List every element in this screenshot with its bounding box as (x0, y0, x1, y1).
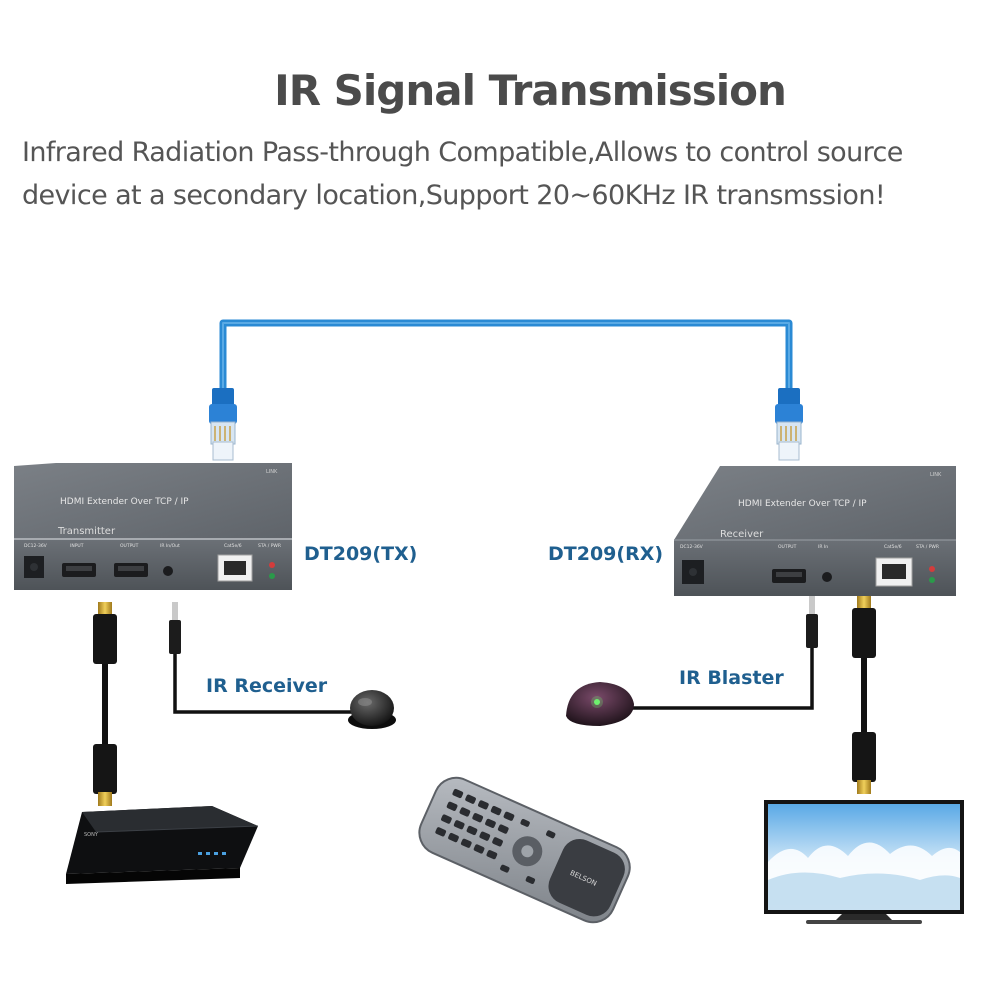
rj45-connector-right (775, 388, 803, 461)
tx-ir-jack (163, 566, 173, 576)
page-title: IR Signal Transmission (274, 66, 787, 115)
rx-port-dc-label: DC12-36V (680, 544, 704, 550)
tx-port-lan-label: Cat5e/6 (224, 543, 242, 549)
tx-top-text: HDMI Extender Over TCP / IP (60, 497, 189, 507)
tx-port-output-label: OUTPUT (120, 543, 139, 549)
remote-control: BELSON (418, 776, 631, 924)
rx-status-led (929, 566, 935, 572)
receiver-device: HDMI Extender Over TCP / IP Receiver LIN… (674, 466, 956, 596)
ir-blaster-emitter (566, 682, 634, 726)
rx-port-lan-label: Cat5e/6 (884, 544, 902, 550)
player-brand: SONY (84, 832, 99, 838)
television (764, 800, 964, 924)
rx-top-text: HDMI Extender Over TCP / IP (738, 499, 867, 509)
tx-model-label: DT209(TX) (304, 543, 417, 565)
bluray-player: SONY (66, 806, 259, 884)
tx-power-led (269, 573, 275, 579)
ir-receiver-cable (169, 602, 352, 714)
rx-power-led (929, 577, 935, 583)
rx-port-status-label: STA / PWR (916, 544, 939, 550)
tx-role-text: Transmitter (57, 526, 116, 537)
rx-ir-jack (822, 572, 832, 582)
subtitle-line-1: Infrared Radiation Pass-through Compatib… (22, 137, 903, 168)
page-subtitle: Infrared Radiation Pass-through Compatib… (22, 131, 997, 217)
rj45-connector-left (209, 388, 237, 461)
tx-port-status-label: STA / PWR (258, 543, 281, 549)
transmitter-device: HDMI Extender Over TCP / IP Transmitter … (14, 463, 292, 590)
ir-blaster-label: IR Blaster (679, 667, 784, 689)
rx-role-text: Receiver (720, 529, 764, 540)
hdmi-cable-left (93, 602, 117, 806)
tx-port-ir-label: IR In/Out (160, 543, 180, 549)
lan-cable (219, 319, 793, 392)
ir-receiver-label: IR Receiver (206, 675, 328, 697)
ir-receiver-eye (348, 690, 396, 729)
tx-port-input-label: INPUT (70, 543, 84, 549)
hdmi-cable-right (852, 596, 876, 794)
rx-port-ir-label: IR In (818, 544, 828, 550)
subtitle-line-2: device at a secondary location,Support 2… (22, 180, 886, 211)
rx-corner-tag: LINK (930, 472, 942, 478)
tx-port-dc-label: DC12-36V (24, 543, 48, 549)
rx-port-output-label: OUTPUT (778, 544, 797, 550)
ir-blaster-cable (626, 596, 818, 710)
rx-model-label: DT209(RX) (548, 543, 663, 565)
tx-status-led (269, 562, 275, 568)
tx-corner-tag: LINK (266, 469, 278, 475)
